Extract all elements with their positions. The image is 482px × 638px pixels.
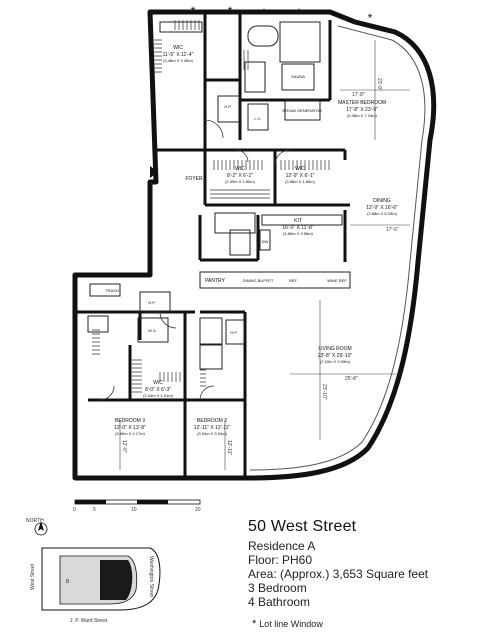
room-name: BEDROOM 2	[197, 418, 227, 424]
room-metric: (3.88m X 1.85m)	[285, 179, 315, 184]
room-dimension: 12'-0" X 13'-8"	[114, 425, 146, 431]
room-name: BEDROOM 3	[115, 418, 145, 424]
fixture-label: H.P.	[148, 300, 155, 305]
street-label: Washington Street	[148, 556, 154, 598]
room-metric: (3.48m X 3.45m)	[163, 58, 193, 63]
legend-text: Lot line Window	[259, 619, 323, 629]
scale-tick: 0	[73, 507, 76, 513]
room-name: PANTRY	[205, 278, 225, 284]
window-marker: *	[297, 6, 302, 20]
room-dimension: 12'-9" X 6'-1"	[286, 173, 315, 179]
bathroom-count: 4 Bathroom	[248, 595, 311, 609]
room-dimension: 12'-9" X 16'-6"	[366, 205, 398, 211]
room-metric: (5.38m X 7.24m)	[347, 113, 377, 118]
dimension-lines	[119, 40, 410, 470]
room-name: KIT	[294, 218, 302, 224]
door-swings	[99, 119, 291, 401]
room-labels: WIC 11'-5" X 11'-4" (3.48m X 3.45m) MAST…	[105, 45, 398, 436]
window-marker: *	[228, 4, 233, 18]
window-marker: *	[262, 6, 267, 20]
room-name: WIC	[295, 166, 305, 172]
room-metric: (4.88m X 3.56m)	[283, 231, 313, 236]
closet-shelving	[92, 20, 330, 393]
key-plan: NORTH B Washington Street West Street J.…	[26, 518, 161, 624]
scale-tick: 10	[131, 507, 137, 513]
dimension-text: 23'-9"	[376, 78, 382, 91]
room-dimension: 12'-11" X 12'-11"	[194, 425, 231, 431]
exterior-wall	[72, 9, 437, 481]
fixture-label: DINING BUFFET	[243, 278, 274, 283]
room-metric: (2.44m X 1.91m)	[143, 393, 173, 398]
room-metric: (3.88m X 5.03m)	[367, 211, 397, 216]
fixtures	[87, 21, 351, 370]
window-marker: *	[368, 11, 373, 25]
scale-tick: 20	[195, 507, 201, 513]
unit-mark: B	[66, 579, 70, 585]
entry-arrow	[150, 166, 158, 178]
scale-tick: 5	[93, 507, 96, 513]
room-dimension: 11'-5" X 11'-4"	[163, 52, 194, 58]
curtain-wall-inner	[249, 25, 426, 471]
area-value: Area: (Approx.) 3,653 Square feet	[248, 567, 429, 581]
room-metric: (3.94m X 3.94m)	[197, 431, 227, 436]
window-markers: * * * * * *	[191, 4, 373, 25]
fixture-label: H.P.	[224, 104, 231, 109]
window-marker: *	[191, 4, 196, 18]
room-dimension: 17'-8" X 23'-9"	[346, 107, 378, 113]
fixture-label: W D	[148, 328, 156, 333]
room-metric: (3.66m X 4.17m)	[115, 431, 145, 436]
room-metric: (7.20m X 9.09m)	[320, 359, 350, 364]
room-name: WIC	[235, 166, 245, 172]
room-name: WIC	[173, 45, 183, 51]
dimension-text: 12'-0"	[121, 440, 127, 453]
fixture-label: REF	[289, 278, 298, 283]
room-name: WIC	[153, 380, 163, 386]
dimension-text: 17'-8"	[352, 92, 365, 98]
room-metric: (2.49m X 1.85m)	[225, 179, 255, 184]
room-name: FOYER	[185, 176, 203, 182]
fixture-label: TRASH	[105, 288, 119, 293]
lot-line-window-icon: *	[252, 618, 257, 630]
fixture-label: DW	[262, 239, 269, 244]
fixture-label: SAUNA	[291, 74, 305, 79]
room-name: DINING	[373, 198, 391, 204]
window-marker: *	[331, 8, 336, 22]
bedroom-count: 3 Bedroom	[248, 581, 307, 595]
fixture-label: H.P.	[230, 330, 237, 335]
room-dimension: 8'-2" X 6'-1"	[227, 173, 253, 179]
room-name: MASTER BEDROOM	[338, 100, 386, 106]
dimension-text: 12'-11"	[226, 440, 232, 455]
fixture-label: WINE REF	[327, 278, 347, 283]
street-label: J. P. Ward Street	[70, 618, 108, 624]
room-dimension: 16'-0" X 11'-8"	[282, 225, 313, 231]
unit-highlight	[100, 560, 133, 600]
room-name: LIVING ROOM	[318, 346, 351, 352]
residence-info: 50 West Street Residence A Floor: PH60 A…	[248, 518, 478, 609]
building-name: 50 West Street	[248, 518, 357, 535]
interior-walls	[75, 14, 350, 478]
street-label: West Street	[30, 563, 36, 590]
floor-number: Floor: PH60	[248, 553, 313, 567]
dimension-text: 25'-8"	[345, 376, 358, 382]
legend: *Lot line Window	[252, 618, 323, 630]
dimension-labels: 17'-8" 23'-9" 17'-6" 25'-8" 23'-10" 12'-…	[121, 78, 399, 455]
dimension-text: 17'-6"	[386, 227, 399, 233]
north-label: NORTH	[26, 518, 44, 524]
dimension-text: 23'-10"	[321, 384, 327, 400]
fixture-label: L.C.	[254, 116, 261, 121]
room-dimension: 23'-8" X 29'-10"	[318, 353, 353, 359]
fixture-label: STEAM GENERATOR	[282, 108, 322, 113]
room-dimension: 8'-0" X 6'-3"	[145, 387, 171, 393]
graphic-scale: 0 5 10 20	[73, 499, 201, 513]
site-outline	[41, 547, 161, 611]
residence-name: Residence A	[248, 539, 316, 553]
